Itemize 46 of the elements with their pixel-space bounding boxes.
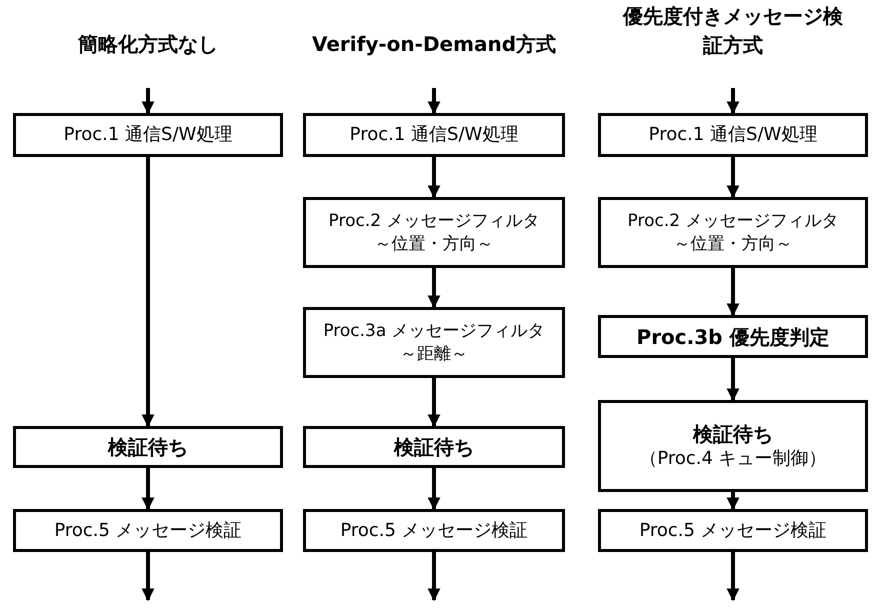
process-label: Proc.5 メッセージ検証 xyxy=(54,518,242,542)
arrow xyxy=(428,552,440,602)
process-label: 検証待ち xyxy=(693,421,773,448)
arrow xyxy=(428,268,440,308)
process-box xyxy=(598,113,868,157)
arrow xyxy=(726,492,740,510)
arrow xyxy=(726,358,740,402)
process-label: Proc.1 通信S/W処理 xyxy=(648,123,818,147)
column-heading: 優先度付きメッセージ検証方式 xyxy=(622,3,844,59)
process-label: Proc.2 メッセージフィルタ～位置・方向～ xyxy=(328,210,540,255)
process-box xyxy=(598,400,868,492)
process-label: 検証待ち xyxy=(394,434,474,460)
process-label: Proc.3a メッセージフィルタ～距離～ xyxy=(323,320,545,365)
column-heading: 簡略化方式なし xyxy=(76,31,219,58)
process-label: 検証待ち xyxy=(108,434,188,460)
process-label: （Proc.4 キュー制御） xyxy=(639,447,827,471)
process-box xyxy=(13,509,283,552)
process-box xyxy=(303,113,565,157)
process-box xyxy=(303,426,565,468)
process-box xyxy=(598,509,868,552)
arrow xyxy=(726,88,740,114)
process-box xyxy=(303,307,565,378)
process-box xyxy=(303,197,565,268)
process-box xyxy=(303,509,565,552)
process-label: Proc.1 通信S/W処理 xyxy=(64,123,232,147)
arrow xyxy=(142,552,154,602)
process-label: Proc.2 メッセージフィルタ～位置・方向～ xyxy=(626,210,840,255)
process-label: Proc.3b 優先度判定 xyxy=(636,324,830,350)
arrow xyxy=(142,468,154,510)
process-label: Proc.1 通信S/W処理 xyxy=(350,123,518,147)
process-box xyxy=(598,197,868,268)
arrow xyxy=(428,468,440,510)
column-heading: Verify-on-Demand方式 xyxy=(310,31,558,58)
arrow xyxy=(142,157,154,428)
arrow xyxy=(428,157,440,198)
arrow xyxy=(726,268,740,316)
process-label: Proc.5 メッセージ検証 xyxy=(340,518,528,542)
arrow xyxy=(726,157,740,198)
process-label: Proc.5 メッセージ検証 xyxy=(639,518,827,542)
process-box xyxy=(13,426,283,468)
arrow xyxy=(428,378,440,428)
process-box xyxy=(598,315,868,358)
process-box xyxy=(13,113,283,157)
arrow xyxy=(142,88,154,114)
arrow xyxy=(726,552,740,602)
arrow xyxy=(428,88,440,114)
